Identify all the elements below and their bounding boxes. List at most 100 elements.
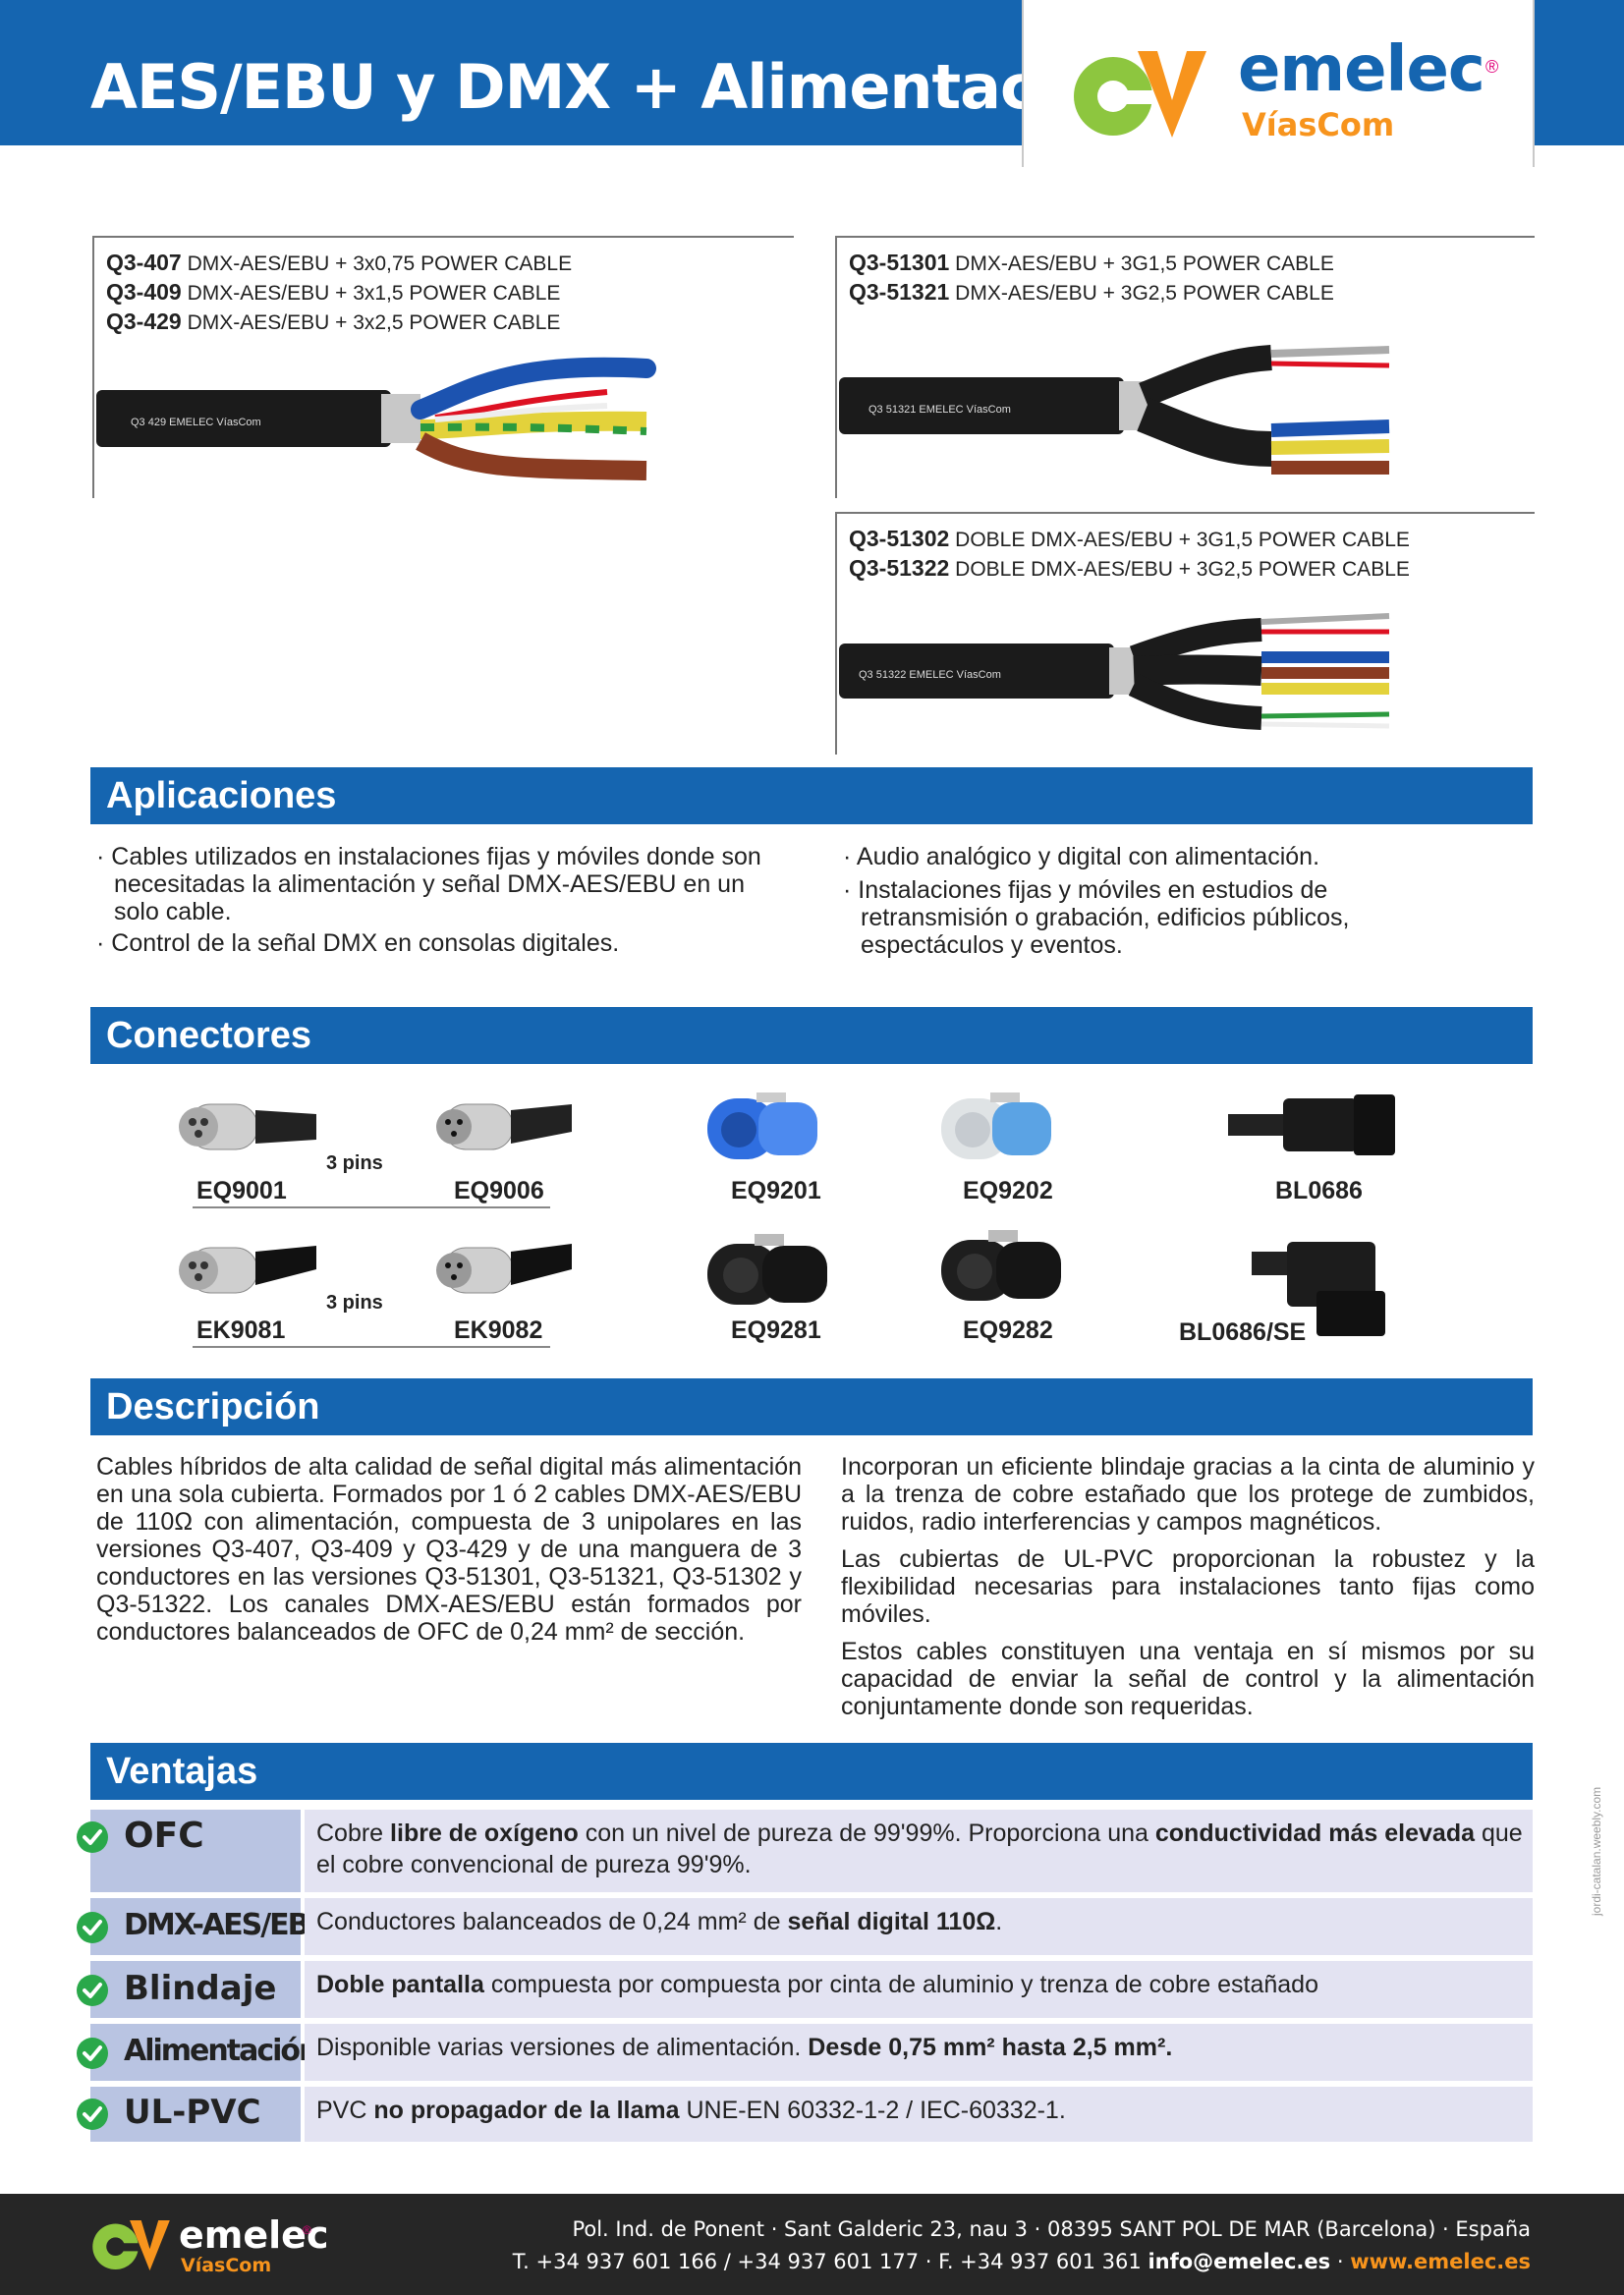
footer-logo-word: emelec xyxy=(179,2213,329,2257)
product-line: Q3-51302 DOBLE DMX-AES/EBU + 3G1,5 POWER… xyxy=(849,526,1410,551)
footer-email-link[interactable]: info@emelec.es xyxy=(1148,2250,1331,2273)
pins-label: 3 pins xyxy=(326,1152,383,1174)
divider xyxy=(193,1346,550,1348)
xlr-female-connector-icon xyxy=(436,1244,572,1294)
logo-word: emelec xyxy=(1238,33,1485,106)
ventaja-value: Disponible varias versiones de alimentac… xyxy=(305,2024,1533,2081)
ventaja-value: Cobre libre de oxígeno con un nivel de p… xyxy=(305,1810,1533,1892)
bullet-item: · Control de la señal DMX en consolas di… xyxy=(96,929,620,957)
ventaja-text: que el cobre convencional de pureza 99'9… xyxy=(316,1819,1523,1878)
ventaja-text: Conductores balanceados de 0,24 mm² de xyxy=(316,1908,788,1935)
product-line: Q3-51321 DMX-AES/EBU + 3G2,5 POWER CABLE xyxy=(849,279,1334,305)
bullet-item: · Audio analógico y digital con alimenta… xyxy=(843,843,1320,870)
product-line: Q3-407 DMX-AES/EBU + 3x0,75 POWER CABLE xyxy=(106,250,573,275)
ev-logo-icon xyxy=(92,2219,170,2271)
header-band-right xyxy=(1531,0,1624,145)
connector-code: EQ9282 xyxy=(963,1316,1053,1344)
footer-separator: · xyxy=(1330,2250,1351,2273)
cable-image: Q3 429 EMELEC VíasCom xyxy=(96,357,656,480)
product-panel-2: Q3-51301 DMX-AES/EBU + 3G1,5 POWER CABLE… xyxy=(835,236,1535,498)
ventaja-text: Cobre xyxy=(316,1819,391,1847)
connector-code: EQ9001 xyxy=(196,1177,287,1204)
cable-image: Q3 51322 EMELEC VíasCom xyxy=(839,613,1390,730)
footer-web-link[interactable]: www.emelec.es xyxy=(1350,2250,1531,2273)
ventaja-value: Doble pantalla compuesta por compuesta p… xyxy=(305,1961,1533,2018)
ventaja-name: UL-PVC xyxy=(124,2093,261,2132)
divider xyxy=(193,1206,550,1208)
logo: emelec ® VíasCom xyxy=(1022,0,1535,167)
ventaja-key xyxy=(90,2087,301,2142)
iec-connector-icon xyxy=(1228,1094,1395,1155)
connector-code: BL0686/SE xyxy=(1179,1318,1307,1346)
powercon-grey-connector-icon xyxy=(941,1092,1051,1159)
ventaja-emphasis: . xyxy=(1165,2034,1173,2061)
footer: emelec ® VíasCom Pol. Ind. de Ponent · S… xyxy=(0,2194,1624,2295)
section-aplicaciones: Aplicaciones xyxy=(90,767,1533,824)
product-panel-1: Q3-407 DMX-AES/EBU + 3x0,75 POWER CABLE … xyxy=(92,236,794,498)
ventaja-emphasis: no propagador de la llama xyxy=(373,2097,680,2124)
section-descripcion: Descripción xyxy=(90,1378,1533,1435)
bullet-item: · Cables utilizados en instalaciones fij… xyxy=(96,843,761,925)
description-left: Cables híbridos de alta calidad de señal… xyxy=(96,1453,802,1646)
connector-code: EQ9006 xyxy=(454,1177,544,1204)
ventaja-text: Disponible varias versiones de alimentac… xyxy=(316,2034,809,2061)
ventaja-row-ofc: OFC Cobre libre de oxígeno con un nivel … xyxy=(77,1810,1533,1892)
ventaja-name: Blindaje xyxy=(124,1969,277,2008)
connector-code: EQ9201 xyxy=(731,1177,821,1204)
section-ventajas: Ventajas xyxy=(90,1743,1533,1800)
powercon-black-connector-icon xyxy=(707,1234,827,1305)
connector-code: EK9081 xyxy=(196,1316,286,1344)
check-icon xyxy=(77,1975,108,2006)
check-icon xyxy=(77,1821,108,1853)
logo-registered: ® xyxy=(1485,57,1499,77)
ev-logo-icon xyxy=(1074,51,1206,138)
footer-phones: T. +34 937 601 166 / +34 937 601 177 · F… xyxy=(512,2250,1142,2273)
section-conectores: Conectores xyxy=(90,1007,1533,1064)
check-icon xyxy=(77,1912,108,1943)
bullet-item: · Instalaciones fijas y móviles en estud… xyxy=(843,876,1350,959)
ventaja-key xyxy=(90,2024,301,2081)
ventaja-key xyxy=(90,1961,301,2018)
footer-address: Pol. Ind. de Ponent · Sant Galderic 23, … xyxy=(572,2217,1531,2241)
product-panel-3: Q3-51302 DOBLE DMX-AES/EBU + 3G1,5 POWER… xyxy=(835,512,1535,755)
svg-text:Q3 51322 EMELEC VíasCom: Q3 51322 EMELEC VíasCom xyxy=(859,669,1001,681)
ventaja-key xyxy=(90,1898,301,1955)
product-line: Q3-51322 DOBLE DMX-AES/EBU + 3G2,5 POWER… xyxy=(849,555,1410,581)
footer-phones-line: T. +34 937 601 166 / +34 937 601 177 · F… xyxy=(513,2246,1531,2278)
connector-code: EQ9281 xyxy=(731,1316,821,1344)
ventaja-emphasis: libre de oxígeno xyxy=(390,1819,579,1847)
description-right: Incorporan un eficiente blindaje gracias… xyxy=(841,1453,1535,1720)
ventaja-text: . xyxy=(995,1908,1003,1935)
ventaja-emphasis: conductividad más elevada xyxy=(1154,1819,1475,1847)
ventaja-row-ulpvc: UL-PVC PVC no propagador de la llama UNE… xyxy=(77,2087,1533,2142)
logo-sub: VíasCom xyxy=(1242,106,1395,143)
product-line: Q3-51301 DMX-AES/EBU + 3G1,5 POWER CABLE xyxy=(849,250,1334,275)
ventaja-key xyxy=(90,1810,301,1892)
check-icon xyxy=(77,2038,108,2069)
page-title: AES/EBU y DMX + Alimentación xyxy=(90,51,1140,123)
header-band xyxy=(0,0,1022,145)
ventaja-row-alimentacion: Alimentación Disponible varias versiones… xyxy=(77,2024,1533,2081)
ventaja-emphasis: Desde 0,75 mm² hasta 2,5 mm² xyxy=(808,2034,1166,2061)
product-line: Q3-409 DMX-AES/EBU + 3x1,5 POWER CABLE xyxy=(106,279,561,305)
ventaja-emphasis: Doble pantalla xyxy=(316,1971,484,1998)
xlr-male-connector-icon xyxy=(179,1103,316,1150)
ventaja-text: compuesta por compuesta por cinta de alu… xyxy=(483,1971,1318,1998)
pins-label: 3 pins xyxy=(326,1292,383,1314)
footer-logo-registered: ® xyxy=(303,2223,311,2237)
ventaja-value: PVC no propagador de la llama UNE-EN 603… xyxy=(305,2087,1533,2142)
xlr-male-connector-icon xyxy=(179,1246,316,1294)
xlr-female-connector-icon xyxy=(436,1103,572,1150)
product-line: Q3-429 DMX-AES/EBU + 3x2,5 POWER CABLE xyxy=(106,308,561,334)
powercon-blue-connector-icon xyxy=(707,1092,817,1159)
footer-contact: Pol. Ind. de Ponent · Sant Galderic 23, … xyxy=(513,2213,1531,2278)
connector-code: BL0686 xyxy=(1275,1177,1363,1204)
svg-text:Q3 51321 EMELEC VíasCom: Q3 51321 EMELEC VíasCom xyxy=(868,404,1011,416)
connector-code: EQ9202 xyxy=(963,1177,1053,1204)
ventaja-text: PVC xyxy=(316,2097,374,2124)
ventaja-text: con un nivel de pureza de 99'99%. Propor… xyxy=(578,1819,1155,1847)
footer-logo-sub: VíasCom xyxy=(181,2255,272,2276)
powercon-black-connector-icon xyxy=(941,1230,1061,1301)
cable-image: Q3 51321 EMELEC VíasCom xyxy=(839,345,1390,475)
ventaja-value: Conductores balanceados de 0,24 mm² de s… xyxy=(305,1898,1533,1955)
